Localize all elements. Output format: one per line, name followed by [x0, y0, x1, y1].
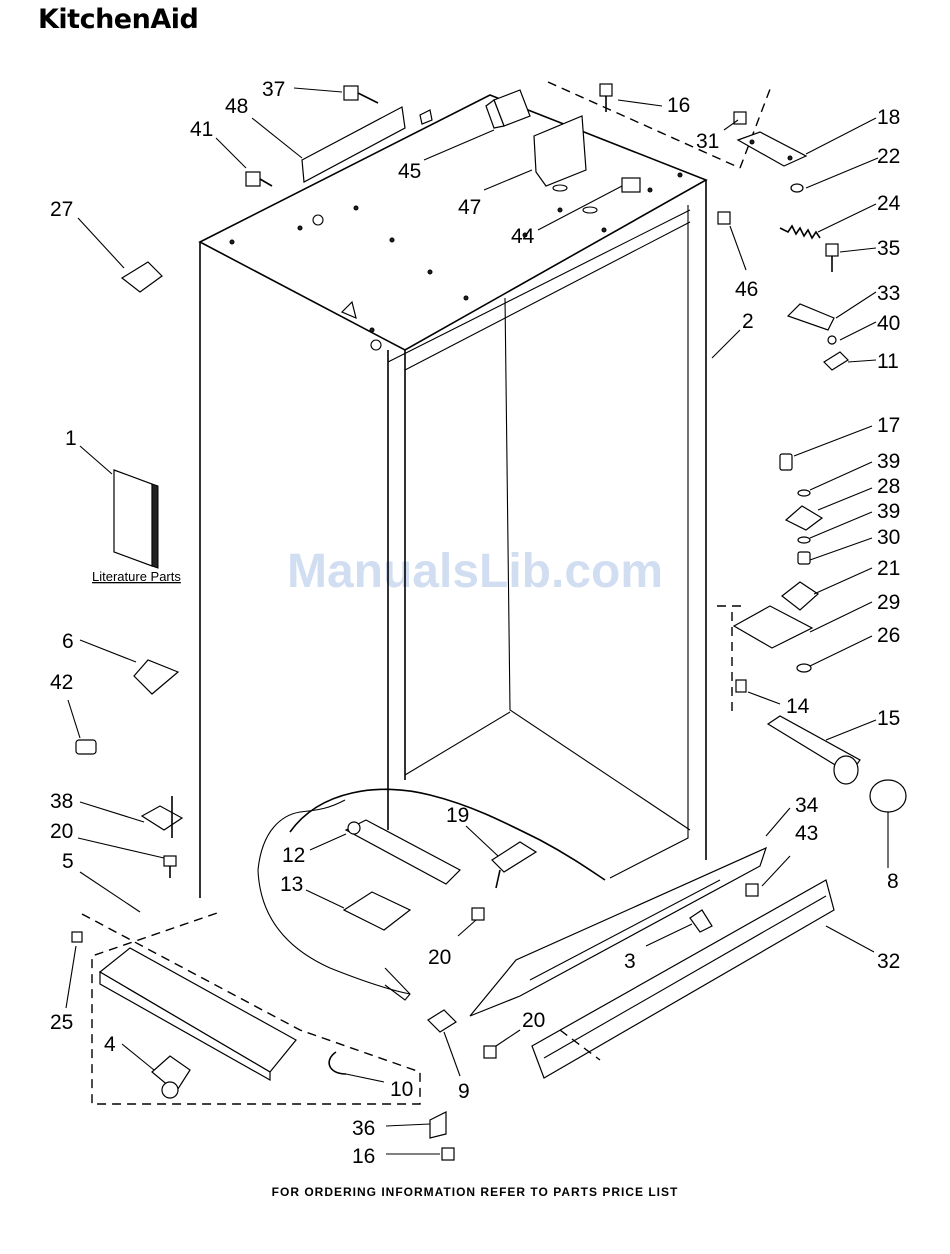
callout-label: 30: [877, 526, 900, 549]
callout-label: 37: [262, 78, 285, 101]
callout-label: 20: [522, 1009, 545, 1032]
callout-label: 34: [795, 794, 819, 817]
callout-label: 33: [877, 282, 900, 305]
callout-label: 8: [887, 870, 899, 893]
callout-label: 38: [50, 790, 73, 813]
literature-parts-label: Literature Parts: [92, 569, 181, 584]
callout-label: 26: [877, 624, 900, 647]
callout-label: 21: [877, 557, 900, 580]
callout-label: 41: [190, 118, 213, 141]
callout-label: 22: [877, 145, 900, 168]
callout-label: 42: [50, 671, 73, 694]
callout-label: 39: [877, 450, 900, 473]
callout-label: 25: [50, 1011, 73, 1034]
callout-label: 29: [877, 591, 900, 614]
callout-label: 6: [62, 630, 74, 653]
callout-label: 16: [352, 1145, 375, 1168]
callout-label: 28: [877, 475, 900, 498]
callout-label: 18: [877, 106, 900, 129]
callout-label: 19: [446, 804, 469, 827]
callout-label: 15: [877, 707, 900, 730]
callout-label: 12: [282, 844, 305, 867]
callout-label: 20: [50, 820, 73, 843]
callout-label: 14: [786, 695, 810, 718]
callout-label: 39: [877, 500, 900, 523]
callout-label: 10: [390, 1078, 413, 1101]
callout-label: 3: [624, 950, 636, 973]
callout-label: 27: [50, 198, 73, 221]
callout-label: 36: [352, 1117, 375, 1140]
callout-label: 43: [795, 822, 818, 845]
callout-label: 44: [511, 225, 535, 248]
callout-label: 11: [877, 350, 899, 373]
callout-label: 47: [458, 196, 481, 219]
callout-label: 48: [225, 95, 248, 118]
callout-label: 40: [877, 312, 900, 335]
callout-label: 4: [104, 1033, 116, 1056]
callout-label: 5: [62, 850, 74, 873]
callout-label: 16: [667, 94, 690, 117]
callout-label: 24: [877, 192, 901, 215]
callout-label: 17: [877, 414, 900, 437]
callout-label: 2: [742, 310, 754, 333]
callout-label: 32: [877, 950, 900, 973]
callout-label: 45: [398, 160, 421, 183]
callout-label: 13: [280, 873, 303, 896]
callout-label: 31: [696, 130, 719, 153]
callout-label: 46: [735, 278, 758, 301]
callout-label: 20: [428, 946, 451, 969]
callout-label: 9: [458, 1080, 470, 1103]
callout-label: 35: [877, 237, 900, 260]
callout-label: 1: [65, 427, 77, 450]
